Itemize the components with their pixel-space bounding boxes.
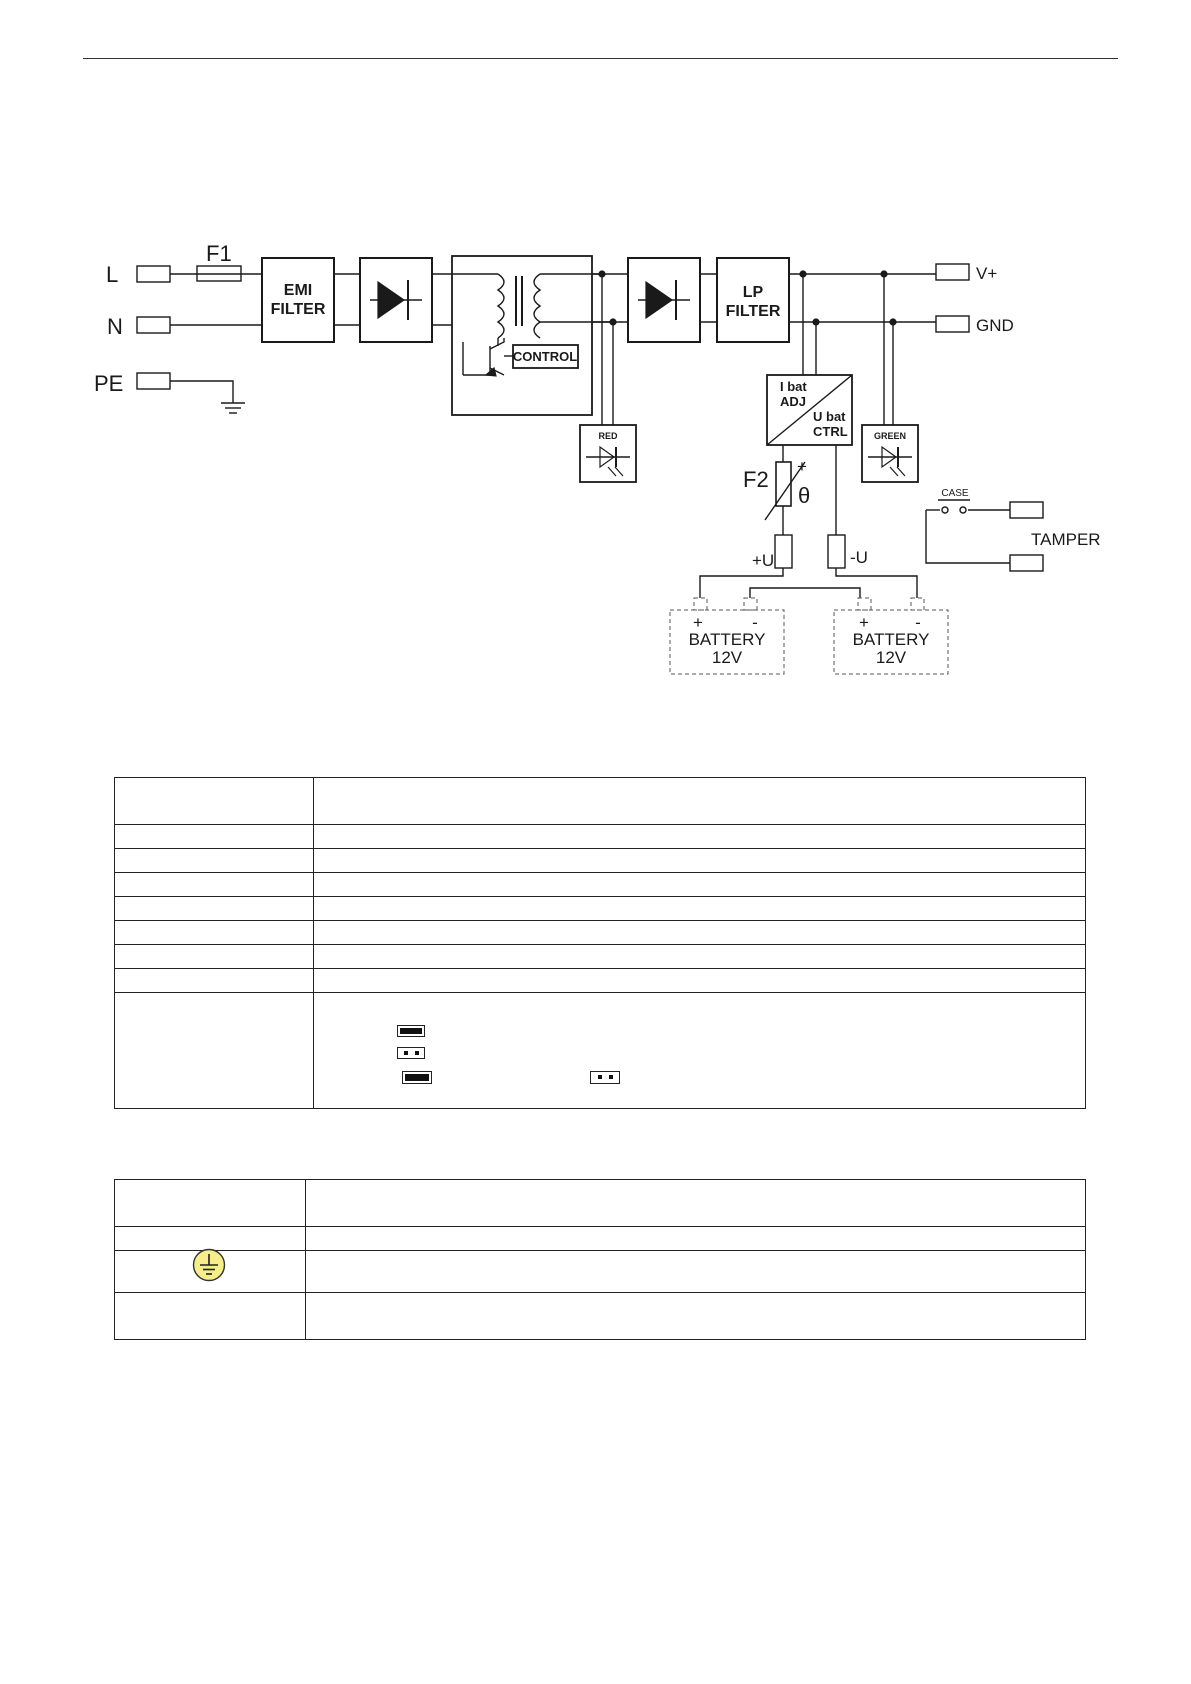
jumper-open-icon: [397, 1047, 425, 1059]
charger-block: [766, 374, 853, 446]
label-battery-2: BATTERY: [853, 630, 930, 649]
label-lp-filter: FILTER: [726, 303, 781, 320]
label-gnd: GND: [976, 316, 1014, 335]
label-plus-u: +U: [752, 551, 774, 570]
label-battery-1-minus: -: [752, 613, 758, 632]
rectifier-block-2: [627, 257, 701, 343]
green-led-block: [861, 424, 919, 483]
label-theta: θ: [798, 483, 810, 508]
label-f1: F1: [206, 241, 232, 266]
label-red: RED: [598, 431, 618, 441]
table-1-header-row: [114, 777, 1086, 825]
terminal-tamper-2: [1009, 554, 1044, 572]
table-row: [114, 896, 1086, 921]
label-case: CASE: [941, 488, 969, 499]
label-battery-1-voltage: 12V: [712, 648, 743, 667]
junction-dots: [598, 270, 897, 326]
table-row: [114, 1250, 1086, 1293]
control-block: [512, 344, 579, 369]
table-row: [114, 920, 1086, 945]
terminal-pe: [136, 372, 171, 390]
label-emi-filter: FILTER: [271, 301, 326, 318]
table-2: [114, 1179, 1086, 1340]
table-row: [114, 1226, 1086, 1251]
label-control: CONTROL: [513, 349, 577, 364]
table-row: [114, 944, 1086, 969]
jumper-open-icon: [590, 1071, 620, 1084]
label-tamper: TAMPER: [1031, 530, 1101, 549]
block-diagram: L N PE F1 EMI FILTER CONTROL LP FILTER V…: [94, 241, 1101, 675]
label-pe: PE: [94, 371, 123, 396]
label-battery-1-plus: +: [693, 613, 703, 632]
fuse-f2: [775, 461, 792, 507]
terminal-tamper-1: [1009, 501, 1044, 519]
label-adj: ADJ: [780, 394, 806, 409]
jumper-closed-icon: [402, 1071, 432, 1084]
table-2-header-row: [114, 1179, 1086, 1227]
red-led-block: [579, 424, 637, 483]
lp-filter-block: [716, 257, 790, 343]
resistor-minus-u: [827, 534, 846, 569]
table-row: [114, 848, 1086, 873]
label-ubat: U bat: [813, 409, 846, 424]
protective-earth-icon: [192, 1248, 226, 1282]
converter-block: [451, 255, 593, 416]
label-minus-u: -U: [850, 548, 868, 567]
terminal-gnd: [935, 315, 970, 333]
terminal-n: [136, 316, 171, 334]
battery-2: [833, 609, 949, 675]
label-battery-1: BATTERY: [689, 630, 766, 649]
rectifier-block-1: [359, 257, 433, 343]
table-row: [114, 872, 1086, 897]
label-battery-2-minus: -: [915, 613, 921, 632]
label-ctrl: CTRL: [813, 424, 848, 439]
table-row: [114, 824, 1086, 849]
label-l: L: [106, 262, 118, 287]
label-battery-2-voltage: 12V: [876, 648, 907, 667]
label-ptc-plus: +: [797, 457, 807, 476]
table-1: [114, 777, 1086, 1109]
label-n: N: [107, 314, 123, 339]
label-emi: EMI: [284, 282, 312, 299]
battery-1: [669, 609, 785, 675]
terminal-l: [136, 265, 171, 283]
terminal-vplus: [935, 263, 970, 281]
label-f2: F2: [743, 467, 769, 492]
label-lp: LP: [743, 284, 764, 301]
table-row: [114, 1292, 1086, 1340]
table-row: [114, 968, 1086, 993]
emi-filter-block: [261, 257, 335, 343]
header-rule: [83, 58, 1118, 59]
label-green: GREEN: [874, 431, 906, 441]
jumper-closed-icon: [397, 1025, 425, 1037]
label-battery-2-plus: +: [859, 613, 869, 632]
table-1-jumper-row: [114, 992, 1086, 1109]
resistor-plus-u: [774, 534, 793, 569]
label-vplus: V+: [976, 264, 997, 283]
label-ibat: I bat: [780, 379, 807, 394]
